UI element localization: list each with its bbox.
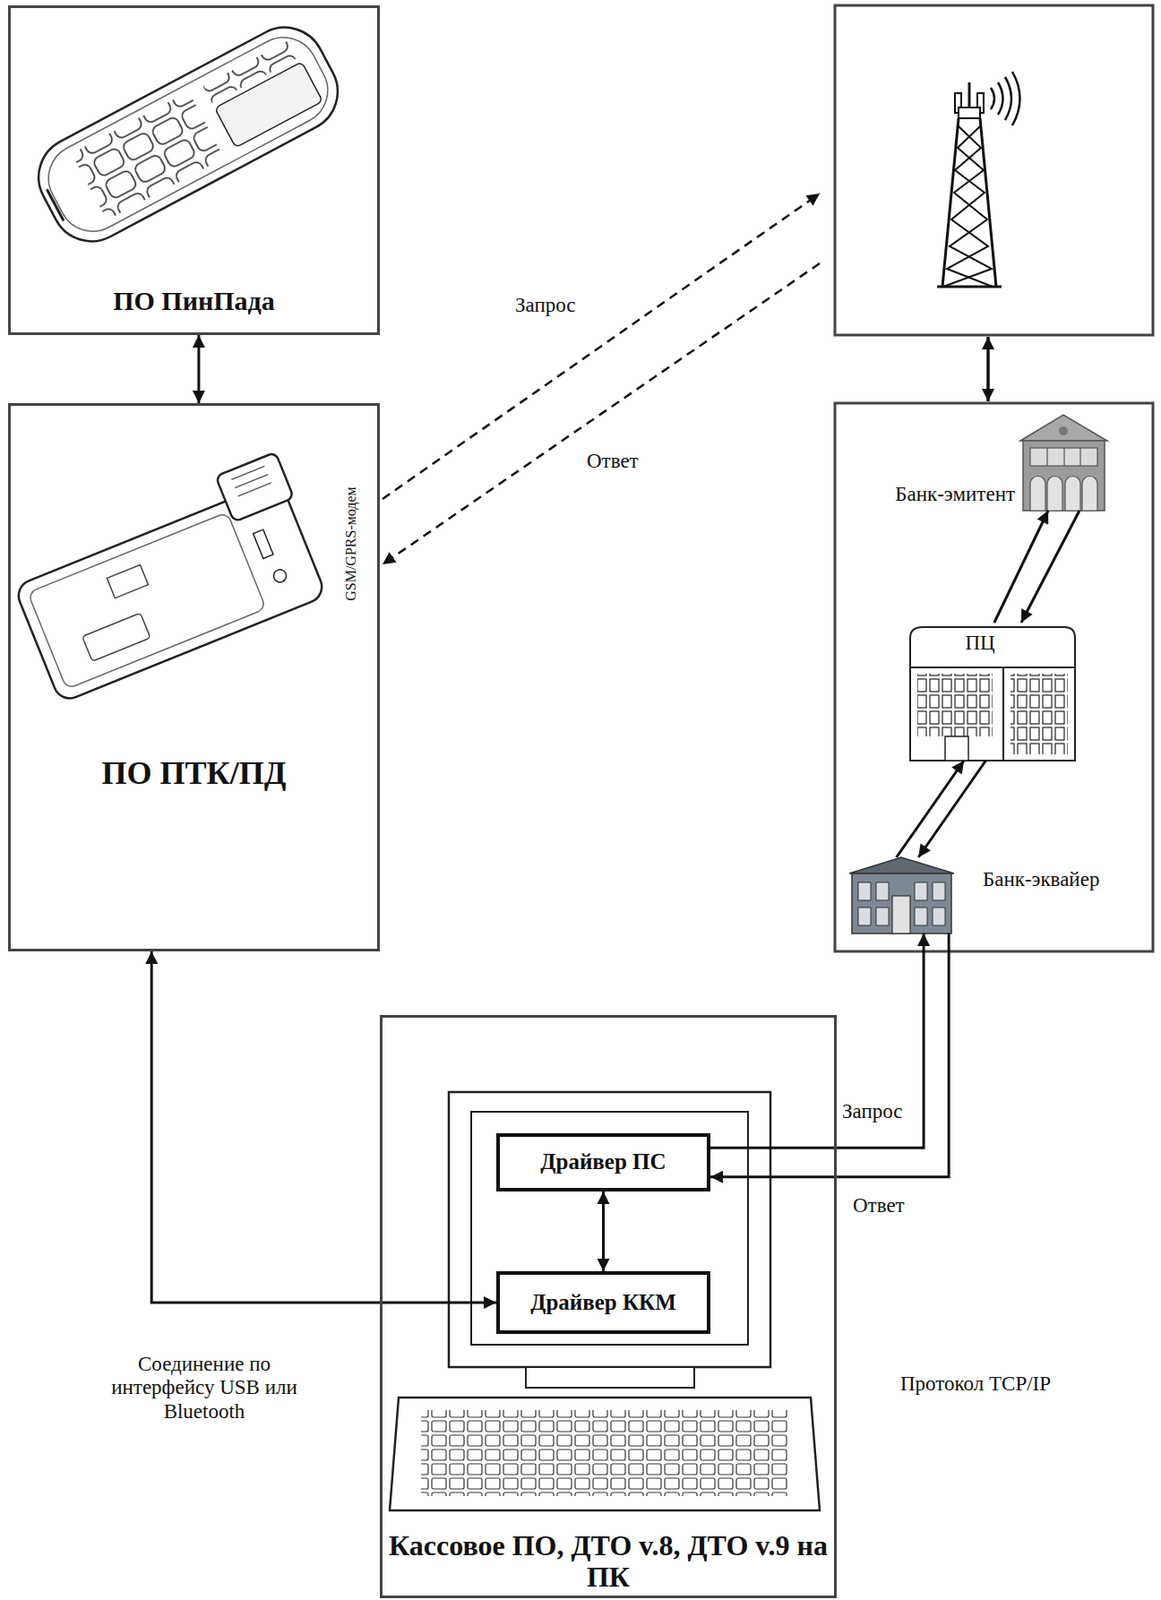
computer-illustration: [448, 1092, 771, 1368]
note-label: Ответ: [586, 449, 639, 473]
tower-panel: [968, 82, 972, 108]
computer-illustration: [525, 1367, 695, 1388]
terminal-device: [253, 529, 274, 559]
bank-building: Банк-эмитент: [1020, 412, 1108, 511]
connector-arrow: [710, 933, 949, 1178]
computer-illustration: [389, 1397, 820, 1511]
connector-arrow: [151, 951, 497, 1303]
processing-building: [917, 673, 993, 737]
driver-box: Драйвер ККМ: [496, 1271, 711, 1334]
computer-illustration: [421, 1410, 789, 1497]
pinpad-device: [215, 61, 324, 148]
connector-arrow: [994, 510, 1049, 623]
issuer-building: [1058, 426, 1068, 436]
tower-panel: [834, 5, 1153, 336]
software-box: ПО ПинПада: [8, 5, 380, 336]
terminal-device: [27, 512, 267, 689]
node-text: ПО ПТК/ПД: [10, 755, 378, 792]
computer-illustration: [471, 1111, 749, 1345]
connector-arrow: [918, 760, 986, 858]
connector-label: Ответ: [852, 1194, 905, 1218]
node-text: Драйвер ККМ: [530, 1290, 677, 1316]
node-text: ПО ПинПада: [10, 285, 378, 318]
link-arrow: [986, 336, 990, 402]
terminal-device: [271, 567, 288, 585]
node-text: Банк-эмитент: [894, 482, 1015, 507]
node-text: Банк-эквайер: [982, 868, 1100, 892]
connector-arrow: [896, 760, 964, 858]
issuer-building: [1030, 476, 1098, 512]
issuer-building: [1030, 447, 1098, 466]
software-box: GSM/GPRS-модем ПО ПТК/ПД: [8, 403, 380, 952]
acquirer-building: [849, 857, 955, 934]
bank-building: ПЦ: [908, 622, 1077, 761]
tower-panel: [990, 71, 1021, 126]
acquirer-building: [892, 895, 911, 934]
tower-panel: [943, 125, 992, 287]
terminal-device: [13, 479, 327, 704]
pinpad-device: [46, 189, 64, 221]
processing-building: [945, 736, 969, 761]
issuer-building: [1020, 414, 1108, 511]
issuer-building: [1020, 414, 1108, 441]
note-label: Протокол TCP/IP: [900, 1372, 1051, 1396]
pinpad-device: [24, 13, 352, 256]
terminal-device: [215, 452, 294, 523]
node-text: Кассовое ПО, ДТО v.8, ДТО v.9 на ПК: [382, 1530, 835, 1593]
tower-panel: [942, 118, 997, 287]
processing-building: [910, 667, 1004, 761]
computer-box: Кассовое ПО, ДТО v.8, ДТО v.9 на ПК Драйв…: [379, 1014, 837, 1599]
node-text: GSM/GPRS-модем: [343, 454, 365, 634]
tower-panel: [834, 5, 1153, 336]
bank-panel: [834, 403, 1153, 952]
driver-box: Драйвер ПС: [496, 1133, 711, 1192]
terminal-device: [231, 465, 272, 497]
tower-panel: [937, 285, 1002, 289]
issuer-building: [1047, 447, 1081, 466]
tower-panel: [958, 107, 981, 119]
node-text: ПЦ: [953, 631, 1007, 655]
connector-arrow: [197, 335, 200, 404]
issuer-building: [1023, 440, 1105, 511]
acquirer-building: [851, 873, 952, 934]
node-text: Драйвер ПС: [540, 1149, 666, 1176]
radio-arrow: [382, 263, 820, 565]
pinpad-device: [36, 25, 340, 243]
processing-building: [1010, 673, 1068, 755]
connector-label: Запрос: [842, 1100, 903, 1124]
processing-building: [910, 627, 1075, 761]
pinpad-device: [24, 13, 352, 256]
pinpad-device: [71, 91, 224, 221]
connector-label: Соединение по интерфейсу USB или Bluetoo…: [101, 1352, 308, 1424]
terminal-device: [106, 564, 148, 598]
terminal-device: [3, 452, 333, 704]
processing-building: [1003, 667, 1075, 761]
processing-building: [910, 627, 1075, 668]
bank-building: Банк-эквайер: [849, 857, 955, 934]
acquirer-building: [849, 857, 955, 874]
terminal-device: [82, 612, 151, 662]
connector-arrow: [1021, 510, 1080, 623]
connector-arrow: [602, 1191, 605, 1272]
note-label: Запрос: [515, 293, 577, 318]
radio-arrow: [382, 193, 820, 499]
connector-arrow: [710, 933, 924, 1148]
